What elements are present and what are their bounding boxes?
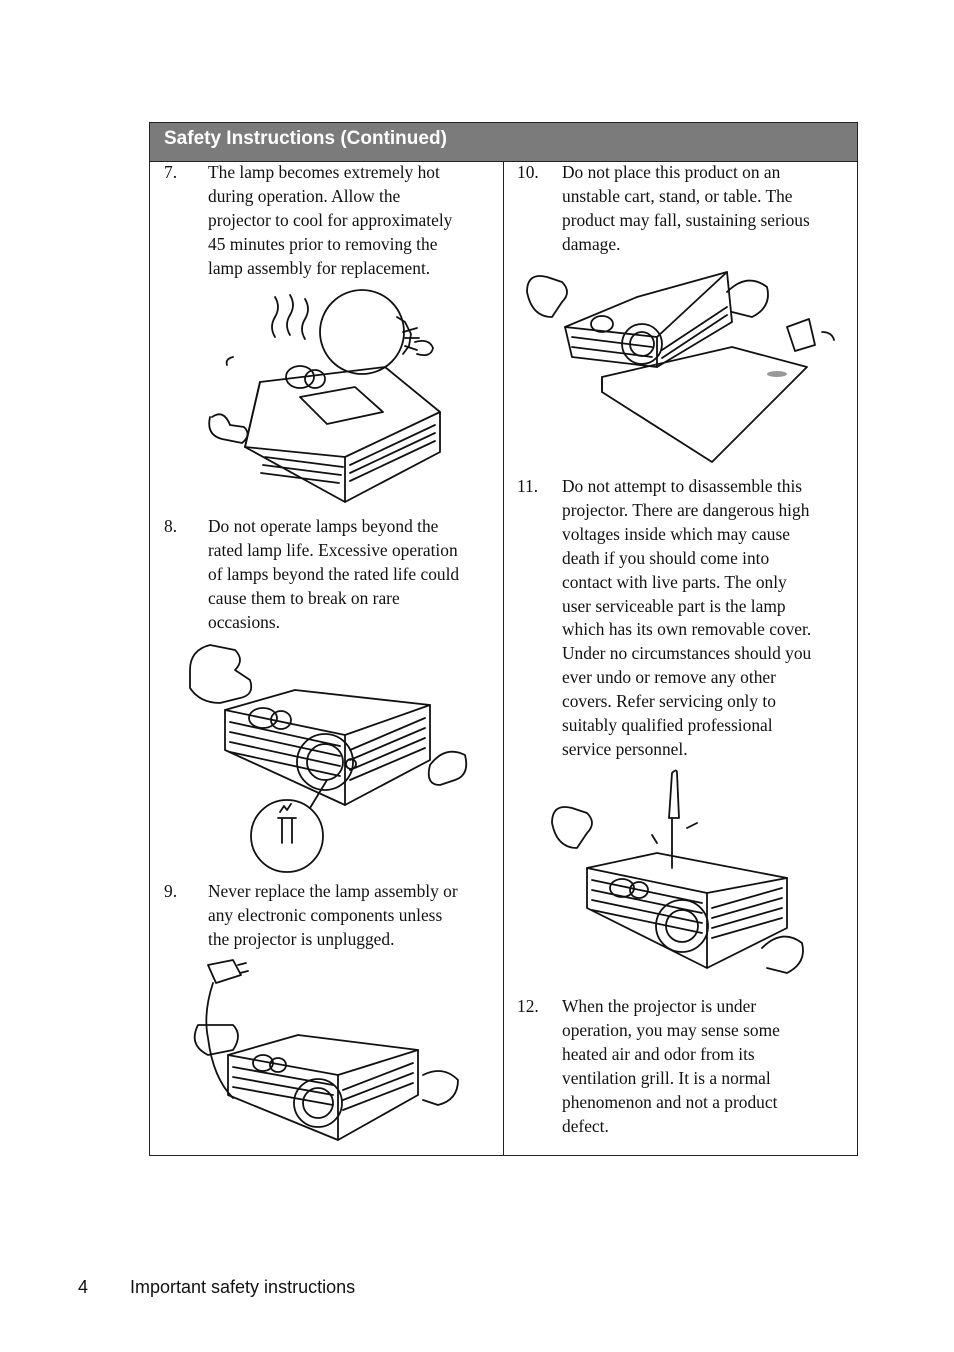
item-text: When the projector is under operation, y… — [562, 996, 780, 1136]
section-title: Safety Instructions (Continued) — [164, 128, 447, 149]
page-number: 4 — [78, 1277, 89, 1297]
section-banner: Safety Instructions (Continued) — [150, 123, 857, 162]
item-number: 9. — [164, 881, 178, 901]
column-divider — [503, 162, 504, 1155]
footer-section-title: Important safety instructions — [130, 1277, 356, 1297]
projector-unplugged-icon — [188, 955, 463, 1150]
projector-hot-lamp-icon — [205, 287, 450, 507]
item-text: Never replace the lamp assembly or any e… — [208, 881, 458, 949]
item-number: 7. — [164, 162, 178, 182]
safety-item-9: 9. Never replace the lamp assembly or an… — [164, 880, 494, 955]
safety-table: Safety Instructions (Continued) — [149, 122, 858, 1156]
safety-item-11: 11. Do not attempt to disassemble this p… — [517, 475, 847, 765]
safety-item-10: 10. Do not place this product on an unst… — [517, 161, 847, 261]
projector-broken-lamp-icon — [185, 640, 470, 875]
projector-falling-icon — [517, 262, 842, 467]
item-number: 8. — [164, 516, 178, 536]
item-text: Do not operate lamps beyond the rated la… — [208, 516, 460, 632]
projector-screwdriver-icon — [547, 768, 812, 993]
item-number: 10. — [517, 162, 539, 182]
item-text: Do not attempt to disassemble this proje… — [562, 476, 812, 759]
item-text: Do not place this product on an unstable… — [562, 162, 810, 254]
safety-item-12: 12. When the projector is under operatio… — [517, 995, 847, 1145]
safety-item-7: 7. The lamp becomes extremely hot during… — [164, 161, 494, 286]
safety-item-8: 8. Do not operate lamps beyond the rated… — [164, 515, 494, 640]
item-number: 11. — [517, 476, 539, 496]
item-number: 12. — [517, 996, 539, 1016]
item-text: The lamp becomes extremely hot during op… — [208, 162, 453, 278]
